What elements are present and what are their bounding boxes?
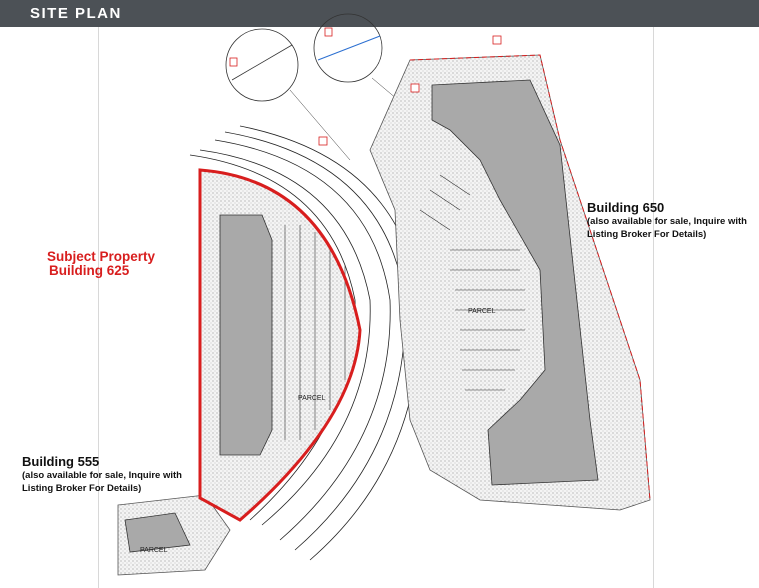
subject-property-line1: Subject Property	[47, 249, 156, 264]
building-650-title: Building 650	[587, 200, 665, 215]
page-title: SITE PLAN	[30, 5, 122, 22]
parcel-650-boundary	[409, 54, 651, 501]
subject-property-line2: Building 625	[49, 263, 130, 278]
building-650-footprint	[431, 79, 599, 486]
parking-lot-625	[284, 225, 346, 440]
parking-lot-650	[419, 174, 525, 391]
building-555-note-line1: (also available for sale, Inquire with	[22, 470, 182, 481]
subject-property-label: Subject Property Building 625	[47, 250, 155, 278]
building-555-title: Building 555	[22, 454, 100, 469]
parcel-tag-650: PARCEL	[468, 308, 496, 315]
building-555-footprint	[124, 512, 191, 553]
building-555-note-line2: Listing Broker For Details)	[22, 483, 142, 494]
parcel-tag-625: PARCEL	[298, 395, 326, 402]
subject-property-outline	[198, 168, 362, 522]
building-650-note-line2: Listing Broker For Details)	[587, 229, 707, 240]
header-bar: SITE PLAN	[0, 0, 759, 27]
detail-circle-left	[225, 28, 299, 102]
detail-circle-right	[313, 13, 383, 83]
parcel-tag-555: PARCEL	[140, 547, 168, 554]
building-555-label: Building 555 (also available for sale, I…	[22, 454, 182, 495]
building-625-footprint	[219, 214, 273, 456]
building-650-label: Building 650 (also available for sale, I…	[587, 200, 747, 241]
building-650-note-line1: (also available for sale, Inquire with	[587, 216, 747, 227]
